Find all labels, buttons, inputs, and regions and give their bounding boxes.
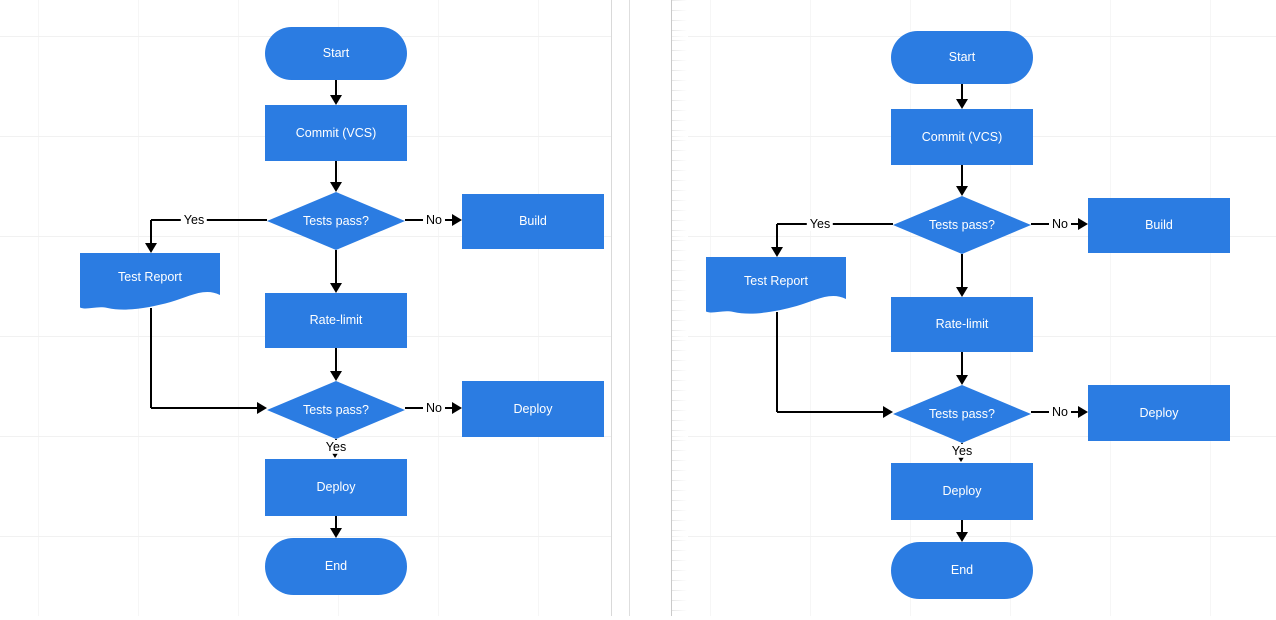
arrowhead-testreport-decision2 — [883, 406, 893, 418]
edge-testreport-down[interactable] — [776, 312, 778, 412]
arrowhead-no-build — [452, 214, 462, 226]
edge-decision1-ratelimit[interactable] — [335, 250, 337, 283]
node-decision-tests-1[interactable]: Tests pass? — [893, 196, 1031, 254]
flowchart-panel-left: Yes No No Yes Start Commit (VCS) Tests p… — [0, 0, 612, 616]
arrowhead-yes-testreport — [145, 243, 157, 253]
edge-decision1-yes-vertical[interactable] — [150, 220, 152, 243]
node-decision-tests-2[interactable]: Tests pass? — [893, 385, 1031, 443]
arrowhead-ratelimit-decision2 — [330, 371, 342, 381]
arrowhead-commit-decision1 — [956, 186, 968, 196]
edge-label-tests2-no[interactable]: No — [423, 400, 445, 416]
edge-decision1-ratelimit[interactable] — [961, 254, 963, 287]
edge-label-tests2-yes[interactable]: Yes — [322, 439, 350, 455]
node-commit-vcs[interactable]: Commit (VCS) — [265, 105, 407, 161]
edge-decision1-yes-horizontal[interactable] — [151, 219, 267, 221]
edge-label-tests1-yes[interactable]: Yes — [806, 216, 834, 232]
edge-testreport-decision2[interactable] — [777, 411, 883, 413]
node-decision-tests-2-label: Tests pass? — [928, 406, 995, 421]
arrowhead-testreport-decision2 — [257, 402, 267, 414]
node-deploy-branch-label: Deploy — [1139, 405, 1179, 420]
edge-start-commit[interactable] — [335, 80, 337, 95]
document-shape — [706, 257, 846, 314]
node-decision-tests-1-label: Tests pass? — [302, 213, 369, 228]
node-commit-vcs-label: Commit (VCS) — [921, 129, 1003, 144]
edge-label-tests2-no[interactable]: No — [1049, 404, 1071, 420]
arrowhead-commit-decision1 — [330, 182, 342, 192]
node-deploy-main-label: Deploy — [316, 480, 356, 494]
arrowhead-no-build — [1078, 218, 1088, 230]
arrowhead-deploy-end — [956, 532, 968, 542]
arrowhead-no-deploy-branch — [452, 402, 462, 414]
document-shape — [80, 253, 220, 310]
node-decision-tests-2[interactable]: Tests pass? — [267, 381, 405, 439]
edge-ratelimit-decision2[interactable] — [335, 348, 337, 371]
edge-testreport-decision2[interactable] — [151, 407, 257, 409]
node-test-report[interactable]: Test Report — [80, 253, 220, 310]
arrowhead-yes-testreport — [771, 247, 783, 257]
node-end-label: End — [950, 563, 974, 577]
edge-label-tests2-yes[interactable]: Yes — [948, 443, 976, 459]
node-rate-limit-label: Rate-limit — [309, 313, 363, 327]
node-deploy-main-label: Deploy — [942, 484, 982, 498]
edge-label-tests1-no[interactable]: No — [423, 212, 445, 228]
edge-decision1-yes-vertical[interactable] — [776, 224, 778, 247]
node-decision-tests-1[interactable]: Tests pass? — [267, 192, 405, 250]
arrowhead-decision1-ratelimit — [956, 287, 968, 297]
node-end[interactable]: End — [265, 538, 407, 595]
node-start-label: Start — [322, 46, 350, 60]
node-decision-tests-2-label: Tests pass? — [302, 402, 369, 417]
edge-commit-decision1[interactable] — [335, 161, 337, 182]
node-commit-vcs[interactable]: Commit (VCS) — [891, 109, 1033, 165]
arrowhead-ratelimit-decision2 — [956, 375, 968, 385]
node-rate-limit[interactable]: Rate-limit — [891, 297, 1033, 352]
node-build[interactable]: Build — [462, 194, 604, 249]
arrowhead-decision1-ratelimit — [330, 283, 342, 293]
arrowhead-start-commit — [330, 95, 342, 105]
node-deploy-branch-label: Deploy — [513, 401, 553, 416]
node-test-report[interactable]: Test Report — [706, 257, 846, 314]
node-rate-limit[interactable]: Rate-limit — [265, 293, 407, 348]
arrowhead-deploy-end — [330, 528, 342, 538]
arrowhead-no-deploy-branch — [1078, 406, 1088, 418]
edge-commit-decision1[interactable] — [961, 165, 963, 186]
node-end[interactable]: End — [891, 542, 1033, 599]
edge-deploy-end[interactable] — [961, 520, 963, 532]
node-deploy-branch[interactable]: Deploy — [462, 381, 604, 437]
node-start-label: Start — [948, 50, 976, 64]
node-deploy-main[interactable]: Deploy — [265, 459, 407, 516]
panel-divider-line — [629, 0, 630, 616]
grid-tick-marks — [672, 0, 688, 616]
edge-label-tests1-yes[interactable]: Yes — [180, 212, 208, 228]
edge-decision1-yes-horizontal[interactable] — [777, 223, 893, 225]
node-end-label: End — [324, 559, 348, 573]
node-commit-vcs-label: Commit (VCS) — [295, 125, 377, 140]
node-build[interactable]: Build — [1088, 198, 1230, 253]
node-start[interactable]: Start — [265, 27, 407, 80]
edge-start-commit[interactable] — [961, 84, 963, 99]
node-decision-tests-1-label: Tests pass? — [928, 217, 995, 232]
node-build-label: Build — [519, 214, 547, 228]
node-rate-limit-label: Rate-limit — [935, 317, 989, 331]
edge-deploy-end[interactable] — [335, 516, 337, 528]
node-build-label: Build — [1145, 218, 1173, 232]
edge-ratelimit-decision2[interactable] — [961, 352, 963, 375]
node-deploy-branch[interactable]: Deploy — [1088, 385, 1230, 441]
edge-label-tests1-no[interactable]: No — [1049, 216, 1071, 232]
node-deploy-main[interactable]: Deploy — [891, 463, 1033, 520]
node-start[interactable]: Start — [891, 31, 1033, 84]
arrowhead-start-commit — [956, 99, 968, 109]
flowchart-panel-right: Yes No No Yes Start Commit (VCS) Tests p… — [626, 4, 1276, 620]
edge-testreport-down[interactable] — [150, 308, 152, 408]
